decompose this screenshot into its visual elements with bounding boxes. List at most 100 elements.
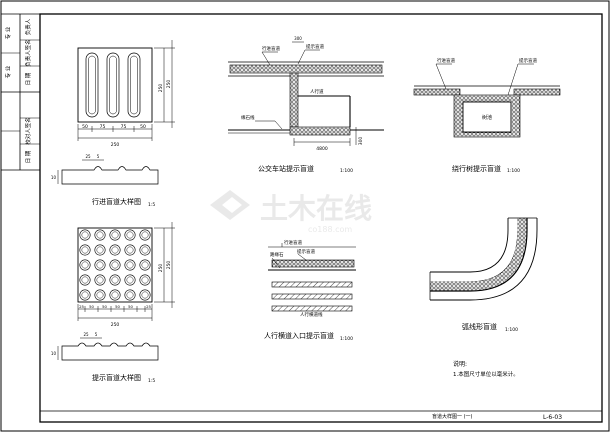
warning-tile-title: 提示盲道大样图	[92, 373, 141, 382]
warning-dot-outer	[139, 229, 151, 241]
warning-dot-inner	[111, 276, 119, 284]
warning-dot-outer	[124, 229, 136, 241]
guide-dim-r2: 250	[166, 80, 172, 89]
notes-line-1: 1.本图尺寸单位以毫米计。	[453, 370, 519, 378]
guide-dim-b2: 75	[100, 124, 106, 130]
side-cell-6: 校对人签名	[24, 117, 32, 145]
warning-dot-outer	[139, 259, 151, 271]
warn-dim-r1: 250	[158, 264, 164, 273]
warning-dot-inner	[126, 261, 134, 269]
warning-dot-outer	[79, 259, 91, 271]
bus-stop-title: 公交车站提示盲道	[258, 164, 314, 173]
warning-dot-inner	[141, 261, 149, 269]
side-cell-3: 专 业	[4, 65, 12, 78]
curve-detail: 弧线形盲道 1:100	[429, 217, 538, 333]
warn-dim-total: 250	[111, 322, 120, 328]
guide-dim-r1: 250	[158, 84, 164, 93]
warning-dot-outer	[79, 244, 91, 256]
warning-dot-outer	[109, 244, 121, 256]
warn-dim-r2: 250	[166, 261, 172, 270]
warning-dot-outer	[94, 289, 106, 301]
warning-dot-outer	[94, 259, 106, 271]
notes-block: 说明: 1.本图尺寸单位以毫米计。	[453, 360, 519, 378]
warn-dim-b1: 25	[79, 304, 84, 309]
bottom-title-strip: 盲道大样图一 (一) L-6-03	[40, 410, 602, 421]
warning-dot-outer	[79, 229, 91, 241]
side-title-block: 专 业 负责人 专 业 负责人签名 日 期 校对人签名 日 期	[1, 13, 40, 171]
warn-dim-b6: 25	[146, 304, 151, 309]
warning-dot-inner	[81, 231, 89, 239]
tree-pit-center: 树池	[482, 114, 492, 121]
warning-tile-scale: 1:5	[148, 378, 155, 384]
warning-dot-outer	[109, 259, 121, 271]
warn-dim-b5: 50	[128, 304, 133, 309]
warning-dot-inner	[141, 291, 149, 299]
guide-dim-b4: 50	[140, 124, 146, 130]
crossing-scale: 1:100	[340, 336, 353, 342]
bus-label-guide: 行进盲道	[262, 45, 280, 52]
warning-dot-inner	[96, 231, 104, 239]
warn-dim-b4: 50	[115, 304, 120, 309]
side-cell-5: 日 期	[25, 72, 32, 85]
warning-dot-outer	[109, 274, 121, 286]
warning-dot-outer	[124, 274, 136, 286]
warning-dot-outer	[139, 289, 151, 301]
guide-profile-d1: 25	[85, 154, 91, 159]
warn-profile-d2: 5	[95, 332, 98, 337]
warn-profile-d1: 25	[83, 332, 89, 337]
warning-dot-inner	[141, 276, 149, 284]
bus-label-walk: 人行道	[310, 88, 324, 95]
warning-dot-outer	[139, 244, 151, 256]
guide-dim-b1: 50	[82, 124, 88, 130]
warning-dot-inner	[126, 276, 134, 284]
warning-dot-outer	[79, 289, 91, 301]
warning-dot-inner	[126, 231, 134, 239]
watermark: 土木在线 co188.com	[210, 190, 372, 234]
warning-dot-inner	[96, 246, 104, 254]
warning-dot-inner	[81, 246, 89, 254]
guide-profile-h: 10	[51, 175, 57, 180]
inner-frame	[39, 13, 603, 423]
warning-dot-outer	[94, 274, 106, 286]
warning-dot-inner	[126, 291, 134, 299]
guide-dim-b3: 75	[121, 124, 127, 130]
cross-label-edge: 路缘石	[270, 251, 284, 258]
warning-dot-outer	[94, 244, 106, 256]
guide-tile-title: 行进盲道大样图	[92, 197, 141, 206]
side-cell-2: 负责人	[24, 18, 32, 35]
watermark-main: 土木在线	[260, 192, 372, 225]
warn-dim-b3: 50	[102, 304, 107, 309]
tree-label-warn: 提示盲道	[519, 57, 537, 64]
warning-dot-inner	[111, 261, 119, 269]
drawing-title: 盲道大样图一 (一)	[432, 413, 473, 420]
bus-stop-detail: 行进盲道 提示盲道 缘石线 人行道 4800 300 300 公交车站提示盲道 …	[228, 36, 384, 174]
warning-dot-inner	[96, 261, 104, 269]
bus-stop-scale: 1:100	[340, 168, 353, 174]
side-cell-7: 日 期	[25, 150, 32, 163]
cross-label-warn: 提示盲道	[297, 248, 315, 255]
bus-label-edge: 缘石线	[241, 114, 255, 121]
warning-dot-inner	[141, 246, 149, 254]
warning-dot-outer	[124, 289, 136, 301]
warning-dot-inner	[81, 261, 89, 269]
bus-dim-side: 300	[358, 137, 364, 146]
warning-dot-inner	[141, 231, 149, 239]
warning-dot-inner	[81, 291, 89, 299]
cross-label-guide: 行进盲道	[284, 239, 302, 246]
warning-dot-inner	[111, 246, 119, 254]
guide-dim-total: 250	[111, 142, 120, 148]
warning-dot-outer	[79, 274, 91, 286]
tree-pit-title: 绕行树提示盲道	[452, 164, 501, 173]
warning-dot-inner	[81, 276, 89, 284]
guide-profile-d2: 5	[97, 154, 100, 159]
warning-dot-inner	[111, 291, 119, 299]
warning-dot-outer	[109, 229, 121, 241]
curve-scale: 1:100	[505, 327, 518, 333]
notes-heading: 说明:	[453, 360, 467, 368]
warning-dot-inner	[111, 231, 119, 239]
tree-label-guide: 行进盲道	[437, 57, 455, 64]
guide-tile-detail: 50 75 75 50 250 250 250 10 25 5 行进盲道大样图 …	[51, 40, 175, 208]
warning-dot-outer	[139, 274, 151, 286]
watermark-sub: co188.com	[308, 225, 352, 234]
